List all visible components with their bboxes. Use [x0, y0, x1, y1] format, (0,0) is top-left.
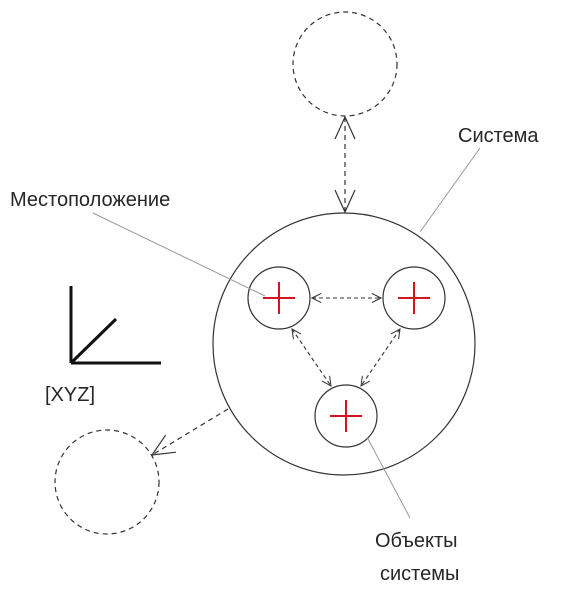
location-marker-left — [263, 282, 295, 314]
interaction-left-bottom — [292, 329, 331, 386]
label-coordinates: [XYZ] — [45, 384, 95, 406]
external-object-top — [292, 11, 398, 117]
label-location: Местоположение — [10, 189, 170, 211]
leader-objects — [366, 436, 411, 519]
interaction-right-bottom — [361, 329, 400, 386]
leader-location — [92, 212, 266, 297]
label-system: Система — [458, 125, 539, 147]
external-object-bottom-left — [54, 429, 160, 535]
label-objects-line2: системы — [380, 563, 459, 585]
leader-system — [419, 147, 481, 233]
location-marker-right — [398, 282, 430, 314]
system-boundary — [212, 212, 476, 476]
system-object-right — [382, 266, 446, 330]
location-marker-bottom — [330, 400, 362, 432]
coordinate-axes-icon — [69, 286, 161, 365]
label-objects-line1: Объекты — [375, 530, 457, 552]
system-object-left — [247, 266, 311, 330]
external-bottom-link — [152, 408, 229, 455]
system-object-bottom — [314, 384, 378, 448]
